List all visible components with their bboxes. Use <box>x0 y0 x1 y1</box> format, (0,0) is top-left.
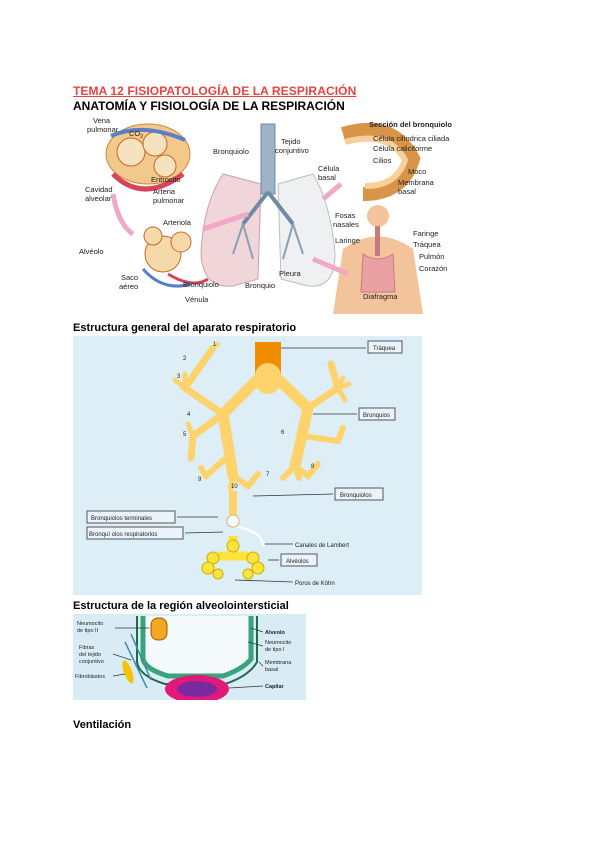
lungs <box>200 123 336 287</box>
num-3: 3 <box>177 374 181 380</box>
box-respiratorios <box>86 526 184 540</box>
label-laringe: Laringe <box>335 236 360 245</box>
label-ciliada: Célula cilíndrica ciliada <box>373 134 450 143</box>
num-4: 4 <box>187 412 191 418</box>
airway-tree-figure: Tráquea Bronquios Bronquiolos Bronquiolo… <box>73 336 422 595</box>
label-capilar: Capilar <box>265 684 285 690</box>
label-nasales: nasales <box>333 220 359 229</box>
bronchiole-section <box>340 122 421 201</box>
label-cilios: Cilios <box>373 156 392 165</box>
label-membrana-2: basal <box>265 667 278 673</box>
box-terminales <box>86 510 176 524</box>
num-8: 8 <box>311 464 315 470</box>
label-corazon: Corazón <box>419 264 447 273</box>
arrow-2 <box>202 211 249 232</box>
label-fibras-1: Fibras <box>79 645 95 651</box>
label-fibroblastos: Fibroblastos <box>75 674 105 680</box>
section-heading-alveolointersticial: Estructura de la región alveolointerstic… <box>73 600 289 612</box>
airway-branches <box>172 342 352 491</box>
label-arteria: Arteria <box>153 187 176 196</box>
label-alveolos: Alvéolos <box>286 559 309 565</box>
label-bronquiolo-bottom: Bronquiolo <box>183 280 219 289</box>
label-fibras-2: del tejido <box>79 652 101 658</box>
label-caliciforme: Célula caliciforme <box>373 144 432 153</box>
label-terminales: Bronquiolos terminales <box>91 516 152 522</box>
label-bronquiolos: Bronquiolos <box>340 493 372 499</box>
box-bronquios <box>358 407 396 421</box>
label-eritrocito: Eritrocito <box>151 175 181 184</box>
label-membrana: Membrana <box>398 178 435 187</box>
label-diafragma: Diafragma <box>363 292 398 301</box>
label-bronquio: Bronquio <box>245 281 275 290</box>
label-arteria-pulmonar: pulmonar <box>153 196 185 205</box>
num-2: 2 <box>183 356 187 362</box>
arrow-1 <box>110 193 135 237</box>
label-alveolo: Alvéolo <box>79 247 104 256</box>
label-celula: Célula <box>318 164 340 173</box>
label-basal: basal <box>398 187 416 196</box>
label-pleura: Pleura <box>279 269 302 278</box>
num-9: 9 <box>198 477 202 483</box>
box-alveolos <box>280 553 318 567</box>
human-figure <box>333 205 423 314</box>
label-neumocito-ii-2: de tipo II <box>77 628 99 634</box>
arrow-4 <box>312 256 349 277</box>
anatomy-figure: Vena pulmonar CO2 Eritrocito Cavidad alv… <box>79 116 452 314</box>
label-tejido: Tejido <box>281 137 301 146</box>
label-traquea: Tráquea <box>413 240 441 249</box>
label-bronquiolo-top: Bronquiolo <box>213 147 249 156</box>
label-alveolo: Alveolo <box>265 630 286 636</box>
label-fibras-3: conjuntivo <box>79 659 104 665</box>
num-10: 10 <box>231 484 238 490</box>
arrow-3 <box>321 182 343 201</box>
label-pulmonar: pulmonar <box>87 125 119 134</box>
label-respiratorios: Bronquí olos respiratorios <box>89 532 157 538</box>
label-bronquios: Bronquios <box>363 413 390 419</box>
box-bronquiolos <box>334 487 384 501</box>
label-kohn: Poros de Köhn <box>295 581 335 587</box>
section-heading-estructura: Estructura general del aparato respirato… <box>73 322 297 334</box>
box-traquea <box>367 340 403 354</box>
alveolus-cluster <box>105 123 191 192</box>
label-arteriola: Arteriola <box>163 218 192 227</box>
label-neumocito-i-1: Neumocito <box>265 640 291 646</box>
label-moco: Moco <box>408 167 426 176</box>
label-neumocito-ii-1: Neumocito <box>77 621 103 627</box>
section-heading-anatomia: ANATOMÍA Y FISIOLOGÍA DE LA RESPIRACIÓN <box>73 99 345 113</box>
label-co2: CO2 <box>129 129 143 140</box>
label-alveolar: alveolar <box>85 194 112 203</box>
num-6: 6 <box>281 430 285 436</box>
label-faringe: Faringe <box>413 229 438 238</box>
alveolar-interstitial-figure: Neumocito de tipo II Fibras del tejido c… <box>73 614 306 700</box>
section-heading-ventilacion: Ventilación <box>73 719 132 731</box>
document-title: TEMA 12 FISIOPATOLOGÍA DE LA RESPIRACIÓN <box>73 84 357 98</box>
label-aereo: aéreo <box>119 282 138 291</box>
bronchiole-cluster <box>141 226 209 288</box>
label-conjuntivo: conjuntivo <box>275 146 309 155</box>
label-fosas: Fosas <box>335 211 356 220</box>
label-neumocito-i-2: de tipo I <box>265 647 285 653</box>
num-7: 7 <box>266 472 270 478</box>
num-5: 5 <box>183 432 187 438</box>
label-traquea: Tráquea <box>373 346 396 352</box>
label-celula-basal: basal <box>318 173 336 182</box>
label-pulmon: Pulmón <box>419 252 444 261</box>
alveolar-structure <box>201 491 265 580</box>
label-saco: Saco <box>121 273 138 282</box>
label-venula: Vénula <box>185 295 209 304</box>
label-seccion: Sección del bronquiolo <box>369 120 452 129</box>
num-1: 1 <box>213 342 217 348</box>
label-vena: Vena <box>93 116 111 125</box>
label-membrana-1: Membrana <box>265 660 292 666</box>
label-cavidad: Cavidad <box>85 185 113 194</box>
label-lambert: Canales de Lambert <box>295 543 349 549</box>
